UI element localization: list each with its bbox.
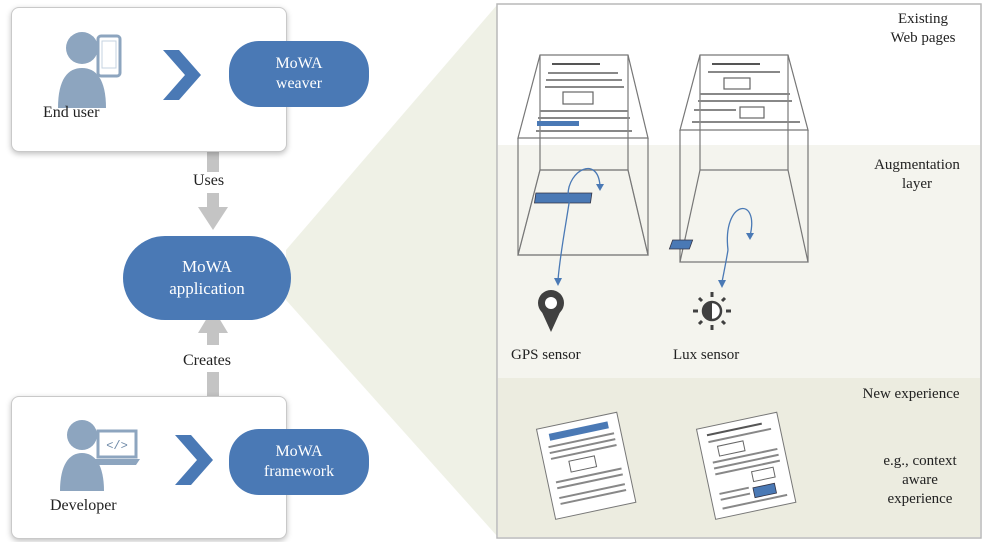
new-page-1: [535, 411, 637, 520]
end-user-avatar-icon: [58, 32, 122, 108]
zoom-funnel: [286, 5, 497, 536]
lux-sensor-label: Lux sensor: [673, 347, 740, 363]
developer-avatar-icon: </>: [60, 420, 140, 491]
new-page-2: [695, 411, 797, 520]
existing-web-pages-label: Existing Web pages: [890, 11, 956, 46]
weaver-pill[interactable]: MoWA weaver: [229, 41, 369, 107]
end-user-label: End user: [43, 104, 100, 121]
svg-text:</>: </>: [106, 439, 128, 453]
lux-link-line: [721, 249, 729, 283]
uses-label: Uses: [193, 172, 225, 189]
gps-sensor-label: GPS sensor: [511, 347, 581, 363]
lux-prism: [679, 54, 809, 263]
creates-label: Creates: [183, 352, 231, 369]
developer-card: </> Developer MoWA framework: [11, 396, 369, 539]
gps-pin-icon: [538, 290, 564, 332]
gps-link-line: [557, 196, 571, 281]
creates-arrow: [198, 308, 228, 398]
gps-augment-box: [534, 192, 593, 204]
new-experience-label: New experience: [862, 386, 960, 402]
augmentation-layer-label: Augmentation layer: [874, 157, 960, 192]
context-aware-label: e.g., context aware experience: [883, 453, 957, 507]
developer-label: Developer: [50, 497, 117, 514]
framework-pill[interactable]: MoWA framework: [229, 429, 369, 495]
application-pill[interactable]: MoWA application: [123, 236, 291, 320]
lux-flow-arrow: [726, 207, 753, 251]
lux-augment-box: [668, 239, 694, 250]
uses-arrow: [198, 150, 228, 230]
gps-prism: [517, 54, 649, 256]
gps-flow-arrow: [567, 167, 601, 196]
end-user-card: End user MoWA weaver: [11, 7, 369, 152]
lux-sun-icon: [693, 292, 731, 330]
chevron-right-icon: [163, 50, 201, 100]
chevron-right-icon: [175, 435, 213, 485]
